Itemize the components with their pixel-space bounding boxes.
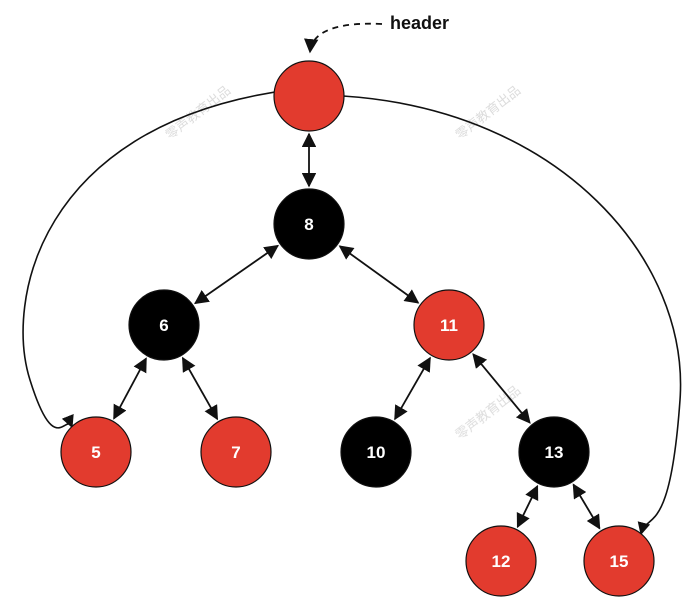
- red-node-circle: [465, 525, 537, 597]
- edge-n8-n6: [193, 244, 280, 305]
- edge-n8-n11: [338, 245, 420, 304]
- tree-node-n5: 5: [60, 416, 132, 488]
- tree-node-n13: 13: [518, 416, 590, 488]
- tree-edges: [22, 91, 682, 536]
- node-label: 15: [610, 552, 629, 571]
- tree-node-n7: 7: [200, 416, 272, 488]
- tree-nodes: 8 6 11 5 7 10 13 12 15: [60, 60, 655, 597]
- red-node-circle: [583, 525, 655, 597]
- node-label: 7: [231, 443, 240, 462]
- tree-node-n10: 10: [340, 416, 412, 488]
- watermark: 零声教育出品: [453, 83, 524, 144]
- tree-node-n11: 11: [413, 289, 485, 361]
- edge-n11-n10: [394, 356, 431, 421]
- black-node-circle: [273, 188, 345, 260]
- edge-n6-n5: [113, 357, 147, 420]
- tree-node-n15: 15: [583, 525, 655, 597]
- red-node-circle: [273, 60, 345, 132]
- tree-node-n12: 12: [465, 525, 537, 597]
- black-node-circle: [340, 416, 412, 488]
- edge-n13-n12: [516, 484, 539, 529]
- edge-header-to-leftmost: [22, 91, 276, 429]
- tree-node-header-node: [273, 60, 345, 132]
- watermark: 零声教育出品: [163, 83, 234, 144]
- red-node-circle: [413, 289, 485, 361]
- red-node-circle: [200, 416, 272, 488]
- edge-n13-n15: [572, 483, 601, 530]
- edge-header-to-rightmost: [342, 95, 682, 536]
- node-label: 5: [91, 443, 100, 462]
- header-label: header: [390, 13, 449, 33]
- node-label: 13: [545, 443, 564, 462]
- node-label: 6: [159, 316, 168, 335]
- edge-n6-n7: [181, 356, 219, 421]
- node-label: 12: [492, 552, 511, 571]
- node-label: 10: [367, 443, 386, 462]
- node-label: 8: [304, 215, 313, 234]
- tree-node-n8: 8: [273, 188, 345, 260]
- watermark: 零声教育出品: [453, 383, 524, 444]
- black-node-circle: [518, 416, 590, 488]
- tree-node-n6: 6: [128, 289, 200, 361]
- black-node-circle: [128, 289, 200, 361]
- node-label: 11: [440, 316, 458, 335]
- red-node-circle: [60, 416, 132, 488]
- edge-n11-n13: [472, 353, 531, 424]
- watermarks: 零声教育出品 零声教育出品 零声教育出品: [163, 83, 524, 444]
- header-pointer-arrow: [304, 22, 383, 54]
